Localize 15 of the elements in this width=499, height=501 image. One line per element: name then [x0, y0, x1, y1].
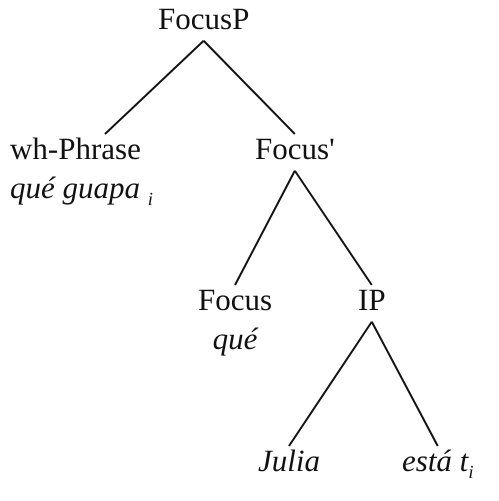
node-label: FocusP	[158, 0, 250, 38]
node-example: qué	[212, 320, 258, 358]
tree-branch	[104, 40, 204, 135]
tree-branch	[288, 321, 373, 447]
node-label: Julia	[258, 442, 320, 480]
node-label: Focus	[198, 281, 272, 319]
tree-branch	[294, 170, 373, 286]
node-label: está t$_{i}$	[402, 442, 474, 484]
tree-branch	[202, 40, 296, 135]
node-label: IP	[358, 281, 386, 319]
node-label: Focus'	[255, 130, 335, 168]
tree-branch	[370, 321, 439, 446]
node-example: qué guapa $_{i}$	[10, 168, 153, 212]
tree-branch	[234, 170, 296, 286]
node-label: wh-Phrase	[10, 130, 141, 168]
